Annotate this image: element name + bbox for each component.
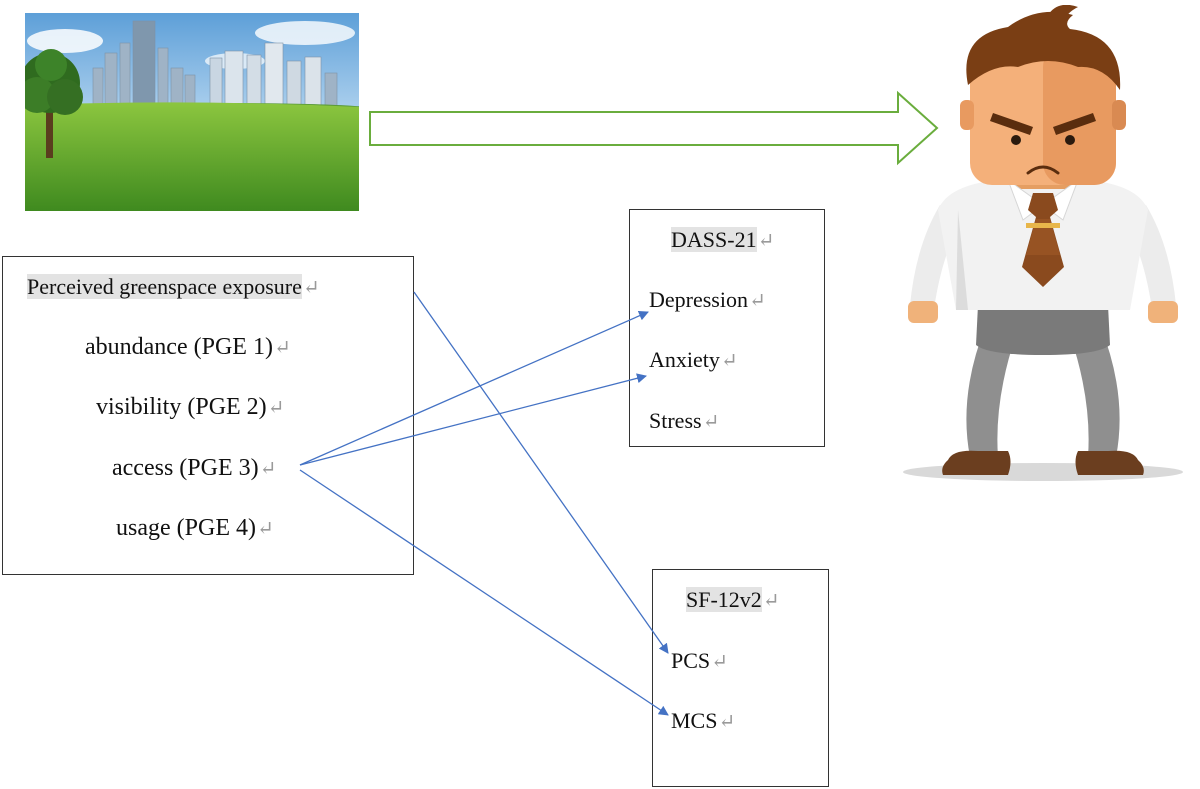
angry-businessman-icon: [898, 5, 1188, 483]
pge-item-abundance: abundance (PGE 1)↵: [85, 334, 291, 361]
sf-item-pcs: PCS↵: [671, 648, 728, 674]
sf-item-mcs: MCS↵: [671, 708, 735, 734]
pge-item-visibility: visibility (PGE 2)↵: [96, 394, 284, 421]
pge-title: Perceived greenspace exposure↵: [27, 274, 320, 300]
dass-item-stress: Stress↵: [649, 408, 719, 434]
dass-item-depression: Depression↵: [649, 287, 766, 313]
sf-title: SF-12v2↵: [686, 587, 780, 613]
hollow-right-arrow-icon: [368, 90, 940, 166]
dass-item-anxiety: Anxiety↵: [649, 347, 738, 373]
pge-item-access: access (PGE 3)↵: [112, 455, 276, 482]
pge-item-usage: usage (PGE 4)↵: [116, 515, 274, 542]
city-park-illustration: [25, 13, 359, 211]
dass-title: DASS-21↵: [671, 227, 774, 253]
